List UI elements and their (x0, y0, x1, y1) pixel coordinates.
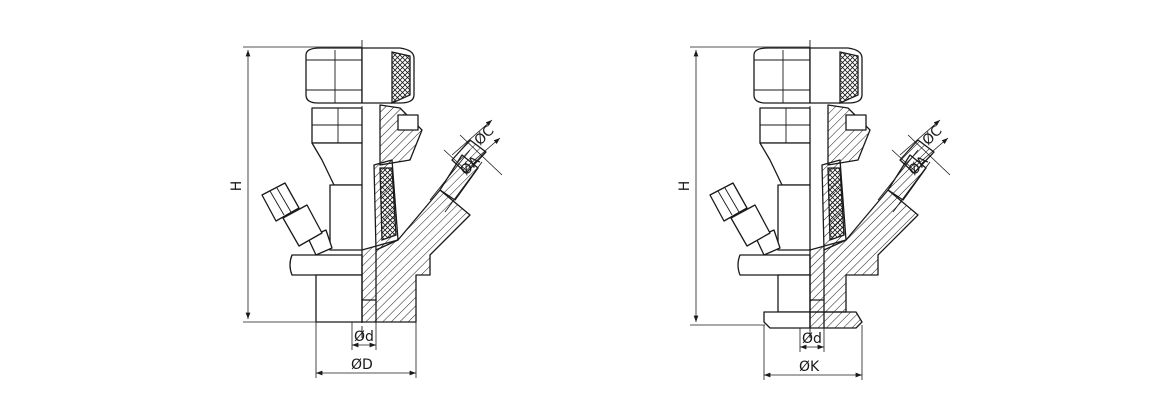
label-d-small: Ød (802, 331, 822, 347)
valve-exterior-left (261, 47, 363, 323)
dimension-h-right: H (677, 46, 810, 326)
valve-view-right: H (677, 40, 951, 380)
dimension-k-right: ØK (763, 325, 863, 380)
valve-exterior-right (709, 47, 811, 329)
label-h: H (677, 181, 693, 192)
dimension-h-left: H (229, 46, 362, 323)
label-k: ØK (799, 359, 820, 375)
dimension-d-small-left: Ød (351, 322, 377, 350)
dimension-d-large-left: ØD (315, 322, 417, 378)
valve-view-left: H (229, 40, 503, 378)
label-d-small: Ød (354, 329, 374, 345)
label-d-large: ØD (351, 357, 373, 373)
valve-section-left (361, 47, 487, 323)
valve-section-right (809, 47, 935, 329)
dimension-d-small-right: Ød (799, 328, 825, 352)
label-h: H (229, 181, 245, 192)
